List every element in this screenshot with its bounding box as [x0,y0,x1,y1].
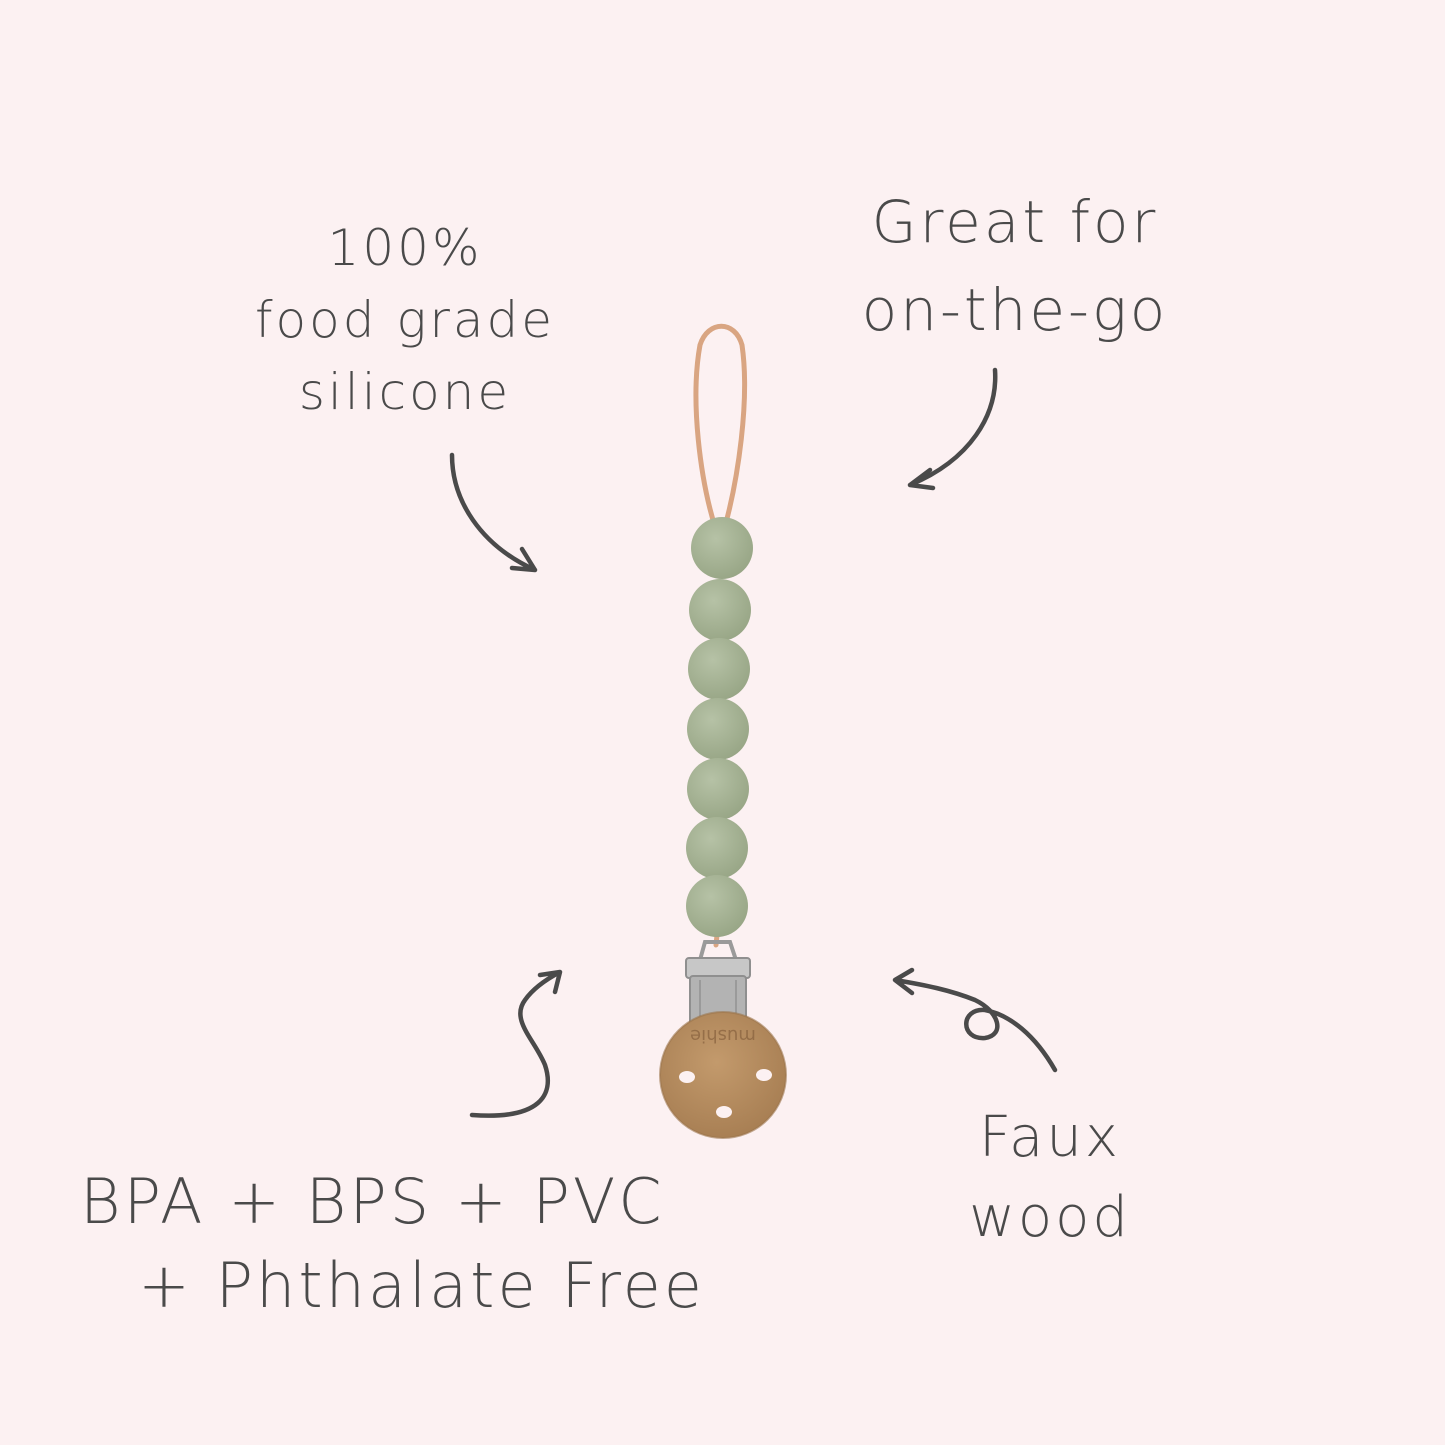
callout-line: on-the-go [861,276,1169,344]
disc-hole [756,1069,772,1081]
curved-arrow-icon [907,367,998,491]
callout-line: Faux [978,1105,1122,1170]
silicone-bead [691,517,753,579]
callout-food-grade-silicone: 100% food grade silicone [215,212,595,428]
bead-strand [686,517,753,937]
cord-loop [693,323,748,533]
silicone-bead [686,875,748,937]
silicone-bead [687,698,749,760]
silicone-bead [688,638,750,700]
clip-engraving: mushie [690,1025,756,1046]
callout-line: wood [969,1185,1131,1250]
callout-line: Great for [871,188,1159,256]
callout-line: BPA + BPS + PVC [80,1165,665,1238]
callout-faux-wood: Faux wood [950,1098,1150,1258]
curved-arrow-icon [892,967,1058,1073]
silicone-bead [689,579,751,641]
callout-on-the-go: Great for on-the-go [830,178,1200,354]
callout-chemical-free: BPA + BPS + PVC + Phthalate Free [80,1160,720,1328]
wood-clip-disc: mushie [659,1011,787,1139]
callout-line: + Phthalate Free [138,1249,705,1322]
curved-arrow-icon [449,452,538,573]
silicone-bead [686,817,748,879]
curved-arrow-icon [469,969,563,1118]
silicone-bead [687,758,749,820]
callout-line: silicone [298,363,512,421]
disc-hole [679,1071,695,1083]
callout-line: food grade [254,291,556,349]
disc-hole [716,1106,732,1118]
callout-line: 100% [327,219,483,277]
